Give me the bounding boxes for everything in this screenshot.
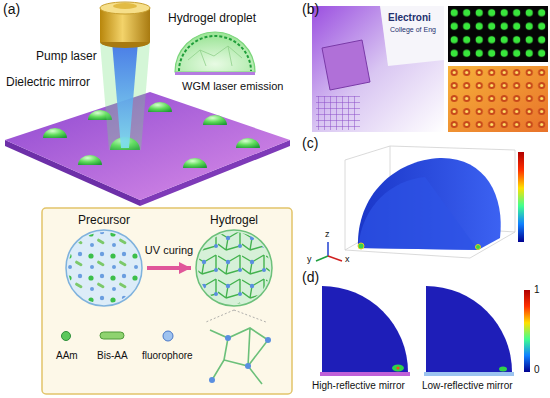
mode-spot: [499, 367, 507, 372]
component-label: Bis-AA: [97, 350, 128, 361]
photo: [312, 6, 444, 132]
droplet: [203, 115, 227, 125]
bisaa-icon: [100, 332, 124, 339]
paper: [380, 6, 444, 66]
high-mirror: [320, 372, 410, 376]
fluorophore-icon: [163, 331, 173, 341]
laser-beam: [112, 42, 138, 148]
thermal-image: [448, 66, 548, 132]
part-label: Dielectric mirror: [6, 76, 90, 89]
field-map: [426, 286, 512, 372]
fluorophore: [245, 363, 251, 369]
axis-x: [328, 256, 342, 261]
photo-device: [312, 6, 444, 132]
chip: [322, 40, 370, 90]
hydrogel-dome: [175, 32, 255, 72]
panel-label: (c): [302, 136, 318, 151]
polymer-network: [210, 328, 268, 384]
molecule-icons: [62, 331, 174, 341]
part-label: Pump laser: [36, 50, 97, 63]
dome-cut: [358, 177, 478, 250]
low-mirror: [424, 372, 514, 376]
mode-spot: [358, 243, 364, 249]
axis-label: y: [307, 255, 312, 265]
mode-spot: [392, 365, 404, 372]
network-lines: [188, 46, 242, 66]
orange-spots: [448, 66, 548, 132]
mode-spot: [396, 366, 399, 369]
droplet-zoom: [175, 32, 255, 75]
laser-top: [113, 3, 137, 9]
circle-fill: [196, 230, 272, 306]
edge-label: UV curing: [143, 244, 195, 257]
laser-top: [100, 2, 150, 14]
aam-icon: [62, 332, 71, 341]
colorbar: [524, 290, 530, 372]
part-label: WGM laser emission: [182, 80, 283, 92]
droplet-array: [43, 102, 260, 168]
node-heading: Precursor: [62, 212, 146, 228]
circle-outline: [194, 228, 274, 308]
droplet: [43, 128, 67, 138]
process-arrow: [147, 266, 191, 270]
fluorescence-image: [448, 6, 548, 62]
caption-label: Low-reflective mirror: [422, 380, 513, 391]
panel-label: (a): [3, 2, 20, 17]
pump-laser: [100, 2, 150, 150]
panel-label: (d): [302, 270, 319, 285]
axis-y: [316, 256, 328, 261]
node-heading: Hydrogel: [192, 212, 276, 228]
photo: [448, 6, 548, 62]
simulation-3d: [316, 146, 524, 261]
caption-label: High-reflective mirror: [312, 380, 405, 391]
mirror-surface: [5, 92, 290, 200]
wgm-mode: [179, 36, 251, 71]
fluorophore: [225, 335, 231, 341]
inset-panel: [42, 208, 292, 394]
zoom-line: [206, 310, 266, 322]
axis-label: x: [345, 255, 350, 265]
axis-label: z: [325, 230, 330, 240]
circle-contents: [68, 232, 140, 304]
green-spots: [448, 6, 548, 62]
precursor-node: Precursor: [62, 212, 146, 308]
photo-text: College of Eng: [390, 26, 436, 34]
photo-text: Electroni: [388, 12, 431, 23]
fluorophore: [209, 377, 215, 383]
mode-spot: [476, 245, 481, 250]
network-zoom: [206, 310, 271, 384]
field-map: [322, 286, 408, 372]
colorbar-tick: 1: [534, 284, 540, 295]
part-label: Hydrogel droplet: [168, 12, 256, 25]
droplet: [236, 138, 260, 148]
component-label: AAm: [56, 350, 78, 361]
mirror-base: [175, 72, 255, 75]
droplet: [183, 158, 207, 168]
grid: [316, 96, 360, 130]
circle-outline: [64, 228, 144, 308]
panel-label: (b): [302, 2, 319, 17]
cross-sections: [320, 286, 530, 376]
colorbar-tick: 0: [534, 364, 540, 375]
laser-glow: [100, 42, 150, 150]
hydrogel-node: Hydrogel: [192, 212, 276, 308]
colorbar: [518, 152, 524, 242]
dome-field: [358, 158, 501, 250]
fluorophore: [265, 337, 271, 343]
photo: [448, 66, 548, 132]
circle-contents: [198, 232, 270, 304]
droplet: [78, 155, 102, 165]
component-label: fluorophore: [142, 350, 193, 361]
droplet: [148, 102, 172, 112]
dielectric-mirror: [5, 92, 290, 206]
circle-fill: [66, 230, 142, 306]
axis-z: [327, 242, 329, 256]
axis-box: [345, 146, 515, 258]
